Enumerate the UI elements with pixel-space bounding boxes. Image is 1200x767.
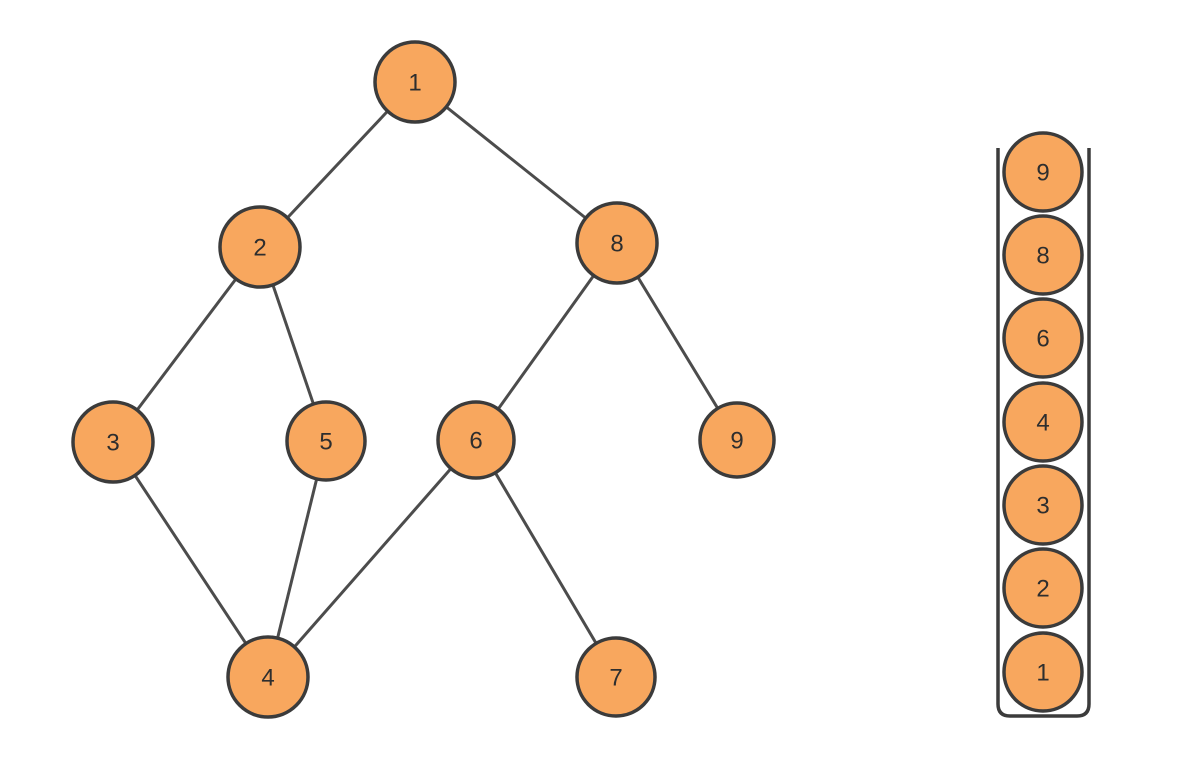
stack-item-circle-4: [1002, 381, 1084, 463]
graph-node-6: 6: [436, 400, 516, 480]
graph-node-9: 9: [698, 401, 776, 479]
graph-node-5: 5: [285, 400, 367, 482]
graph-node-label-4: 4: [261, 665, 274, 692]
graph-node-circle-3: [71, 400, 155, 484]
stack-container: [996, 148, 1091, 718]
stack-item-8: 8: [1002, 214, 1084, 296]
graph-node-label-9: 9: [730, 428, 743, 455]
graph-node-circle-5: [285, 400, 367, 482]
stack-item-label-8: 8: [1036, 243, 1049, 270]
graph-node-label-5: 5: [319, 429, 332, 456]
graph-node-circle-7: [575, 636, 657, 718]
graph-node-4: 4: [226, 635, 310, 719]
stack-layer: 9 8 6 4 3 2 1: [996, 131, 1091, 718]
graph-node-circle-4: [226, 635, 310, 719]
graph-node-circle-1: [373, 40, 457, 124]
graph-node-label-1: 1: [408, 70, 421, 97]
stack-item-2: 2: [1002, 547, 1084, 629]
graph-node-circle-8: [575, 201, 659, 285]
graph-node-circle-2: [218, 205, 302, 289]
graph-edge-1-8: [414, 80, 618, 245]
graph-edge-6-7: [474, 439, 618, 678]
stack-item-circle-1: [1002, 631, 1084, 713]
stack-item-circle-9: [1002, 131, 1084, 213]
stack-item-circle-2: [1002, 547, 1084, 629]
stack-item-label-9: 9: [1036, 160, 1049, 187]
graph-edges-layer: [111, 80, 739, 678]
graph-node-7: 7: [575, 636, 657, 718]
stack-item-label-1: 1: [1036, 660, 1049, 687]
graph-node-label-2: 2: [253, 235, 266, 262]
stack-item-circle-3: [1002, 464, 1084, 546]
stack-item-circle-8: [1002, 214, 1084, 296]
graph-node-3: 3: [71, 400, 155, 484]
graph-node-label-3: 3: [106, 430, 119, 457]
stack-item-circle-6: [1002, 297, 1084, 379]
graph-edge-6-4: [266, 439, 478, 678]
stack-item-6: 6: [1002, 297, 1084, 379]
graph-node-label-6: 6: [469, 428, 482, 455]
graph-node-label-7: 7: [609, 665, 622, 692]
stack-item-1: 1: [1002, 631, 1084, 713]
graph-node-8: 8: [575, 201, 659, 285]
stack-item-3: 3: [1002, 464, 1084, 546]
stack-item-label-6: 6: [1036, 326, 1049, 353]
graph-edge-3-4: [111, 441, 270, 678]
stack-item-label-2: 2: [1036, 576, 1049, 603]
stack-item-4: 4: [1002, 381, 1084, 463]
graph-nodes-layer: 1 2 8 3 5 6 9 4 7: [71, 40, 776, 719]
graph-node-circle-9: [698, 401, 776, 479]
stack-item-9: 9: [1002, 131, 1084, 213]
graph-node-2: 2: [218, 205, 302, 289]
graph-node-1: 1: [373, 40, 457, 124]
graph-node-circle-6: [436, 400, 516, 480]
stack-item-label-4: 4: [1036, 410, 1049, 437]
graph-node-label-8: 8: [610, 231, 623, 258]
stack-item-label-3: 3: [1036, 493, 1049, 520]
